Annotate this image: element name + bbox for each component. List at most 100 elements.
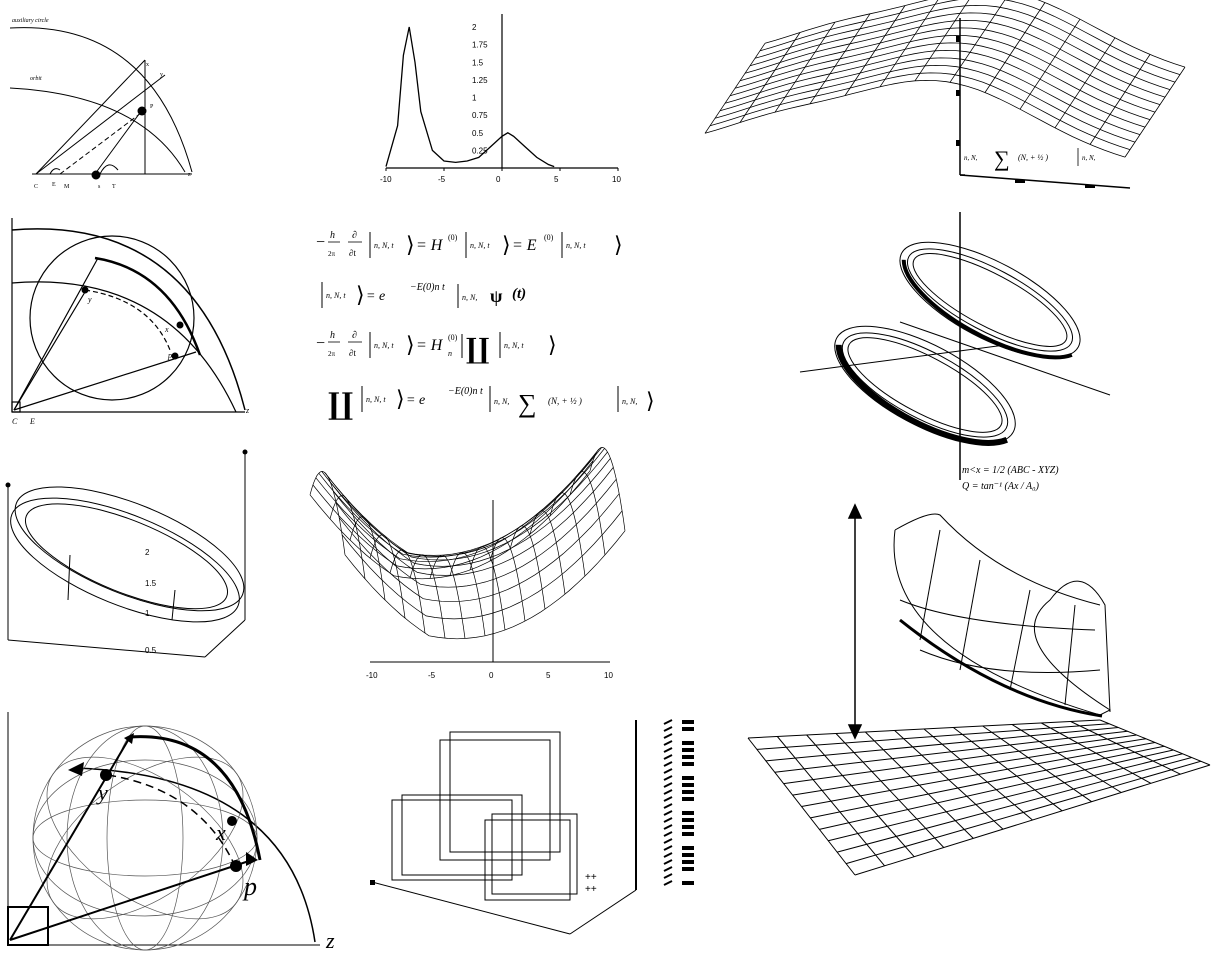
circle-diagram-points xyxy=(81,286,184,360)
curve-x-tick: -10 xyxy=(380,175,392,184)
barcode-mark xyxy=(682,867,694,871)
barcode-mark xyxy=(682,811,694,815)
surface-tr-paren: (N, + ½ ) xyxy=(1018,153,1048,162)
bars-3d xyxy=(371,720,637,935)
ring-3d-marker-left xyxy=(5,482,11,488)
curve-y-tick: 1.5 xyxy=(472,58,484,67)
eq2-exp: −E(0)n t xyxy=(410,282,445,293)
saddle-tick-4: 5 xyxy=(546,671,551,680)
plane-grid-line xyxy=(819,749,1174,830)
barcode-mark xyxy=(682,720,694,724)
tori-formula-1: m<x = 1/2 (ABC - XYZ) xyxy=(962,465,1059,476)
saddle-mesh-row xyxy=(327,451,608,561)
saddle-mesh-col xyxy=(349,516,386,601)
label-x-b: x xyxy=(164,325,169,334)
barcode-mark xyxy=(682,797,694,801)
saddle-mesh-col xyxy=(429,554,466,639)
ring-label-4: 0.5 xyxy=(145,646,157,655)
eq2-psi: ψ xyxy=(490,286,503,306)
barcode-mark xyxy=(682,741,694,745)
eq1-ket2: n, N, t xyxy=(470,241,490,250)
hatch-mark xyxy=(663,733,673,739)
saddle-mesh-col xyxy=(549,492,586,577)
surface-tr-mesh-col xyxy=(879,0,939,88)
eq3-h: h xyxy=(330,330,335,341)
saddle-tick-2: -5 xyxy=(428,671,436,680)
barcode-mark xyxy=(682,790,694,794)
surface-tr-mesh-col xyxy=(844,5,906,96)
eq1-eq: = E xyxy=(512,237,537,254)
eq3-rangle: ⟩ xyxy=(406,332,415,357)
surface-tr-ket: n, N, xyxy=(1082,154,1096,162)
eq2-rangle: ⟩ xyxy=(356,282,365,307)
saddle-surface xyxy=(309,447,626,640)
saddle-mesh-row xyxy=(309,470,591,580)
eq3-2pi: 2π xyxy=(328,350,336,358)
saddle-mesh-row xyxy=(321,447,602,556)
barcode-mark xyxy=(682,727,694,731)
hatch-mark xyxy=(663,754,673,760)
surface-top-right-ticks xyxy=(956,36,1095,188)
surface-tr-sum: ∑ xyxy=(994,146,1010,171)
label-p-b: p xyxy=(167,351,172,360)
hatch-mark xyxy=(663,873,673,879)
hatch-mark xyxy=(663,796,673,802)
saddle-mesh-col xyxy=(589,447,626,531)
eq1-ket1: n, N, t xyxy=(374,241,394,250)
sphere-label-y: y xyxy=(96,780,108,805)
bar-box-2-depth xyxy=(401,794,523,876)
sphere-arrows xyxy=(68,733,258,866)
label-t-a: T xyxy=(112,184,116,190)
eq3-eq: = H xyxy=(416,337,444,354)
eq4-exp: −E(0)n t xyxy=(448,386,483,397)
eq3-rangle2: ⟩ xyxy=(548,332,557,357)
eq3-pi: ∐ xyxy=(466,334,490,365)
bars-3d-hatch xyxy=(663,719,694,886)
saddle-mesh-col xyxy=(389,549,426,634)
hatch-mark xyxy=(663,782,673,788)
hatch-mark xyxy=(663,845,673,851)
label-auxiliary-circle: auxiliary circle xyxy=(12,18,49,24)
eq4-paren: (N, + ½ ) xyxy=(548,396,582,406)
bars-3d-marks-2: ++ xyxy=(585,884,597,895)
hatch-mark xyxy=(663,747,673,753)
bar-box-2 xyxy=(391,799,513,881)
eq2-ket: n, N, t xyxy=(326,291,346,300)
surface-tr-mesh-col xyxy=(914,0,970,82)
hatch-mark xyxy=(663,831,673,837)
surface-tr-mesh-row xyxy=(709,72,1131,150)
eq4-ket2: n, N, xyxy=(494,397,509,406)
surface-tr-mesh-row xyxy=(704,79,1126,158)
saddle-mesh-col xyxy=(409,554,446,639)
plane-grid-line xyxy=(845,760,1201,865)
surface-tr-mesh-row xyxy=(764,0,1186,68)
surface-tr-mesh-row xyxy=(714,64,1136,143)
barcode-mark xyxy=(682,860,694,864)
equations: − h 2π ∂ ∂t n, N, t ⟩ = H (0) n, N, t ⟩ … xyxy=(316,230,655,421)
saddle-axes xyxy=(370,500,610,663)
eq3-dt: ∂t xyxy=(349,348,356,358)
saddle-mesh-col xyxy=(569,471,606,555)
curve-series-line xyxy=(385,26,555,168)
saddle-x-ticks: -10 -5 0 5 10 xyxy=(366,671,613,680)
hatch-mark xyxy=(663,719,673,725)
hatch-mark xyxy=(663,740,673,746)
eq1-rangle3: ⟩ xyxy=(614,232,623,257)
eq1-2pi: 2π xyxy=(328,250,336,258)
plane-grid-line xyxy=(1099,719,1211,766)
eq1-mid: = H xyxy=(416,237,444,254)
saddle-mesh-col xyxy=(309,471,346,555)
surface-tr-mesh-row xyxy=(719,57,1141,135)
barcode-mark xyxy=(682,762,694,766)
eq4-rangle: ⟩ xyxy=(396,386,405,411)
hatch-mark xyxy=(663,810,673,816)
saddle-mesh-col xyxy=(469,546,506,630)
surface-tr-label: n, N, xyxy=(964,154,978,162)
saddle-tick-5: 10 xyxy=(604,671,613,680)
eq1-h: h xyxy=(330,230,335,241)
circle-diagram xyxy=(11,218,246,413)
eq3-sup: (0) xyxy=(448,333,458,342)
curve-y-tick: 2 xyxy=(472,23,477,32)
